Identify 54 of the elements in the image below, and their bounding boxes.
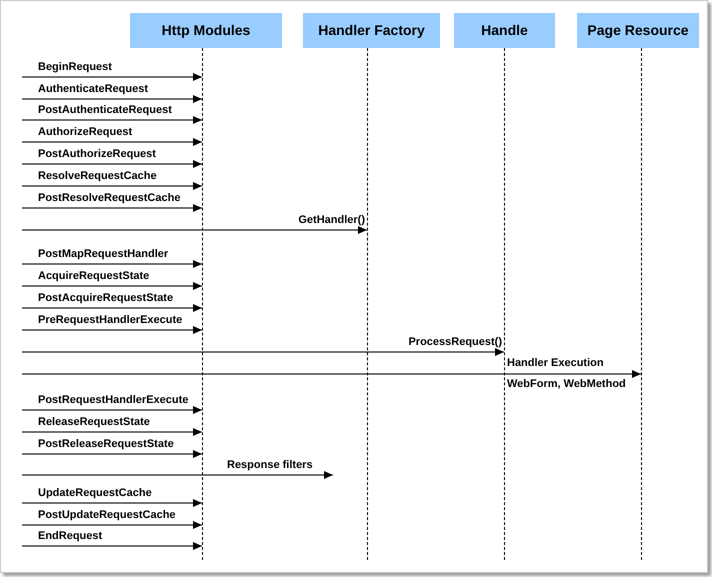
message-arrow xyxy=(22,160,202,168)
message-arrow xyxy=(22,226,368,234)
lifeline-header xyxy=(577,13,699,48)
message-label: ReleaseRequestState xyxy=(38,416,150,429)
message-label: GetHandler() xyxy=(298,214,365,227)
message-label: BeginRequest xyxy=(38,61,112,74)
header-text: Page Resource xyxy=(587,21,689,40)
message-arrow xyxy=(22,428,202,436)
lifeline-header xyxy=(130,13,282,48)
dashed-lifeline xyxy=(367,48,368,560)
message-arrow xyxy=(22,542,202,550)
dashed-lifeline xyxy=(202,48,203,560)
message-arrow xyxy=(22,260,202,268)
message-arrow xyxy=(22,499,202,507)
message-label: ResolveRequestCache xyxy=(38,170,157,183)
message-label: PostResolveRequestCache xyxy=(38,192,180,205)
message-label: AuthenticateRequest xyxy=(38,83,148,96)
message-arrow xyxy=(22,73,202,81)
message-arrow xyxy=(22,406,202,414)
message-label: AcquireRequestState xyxy=(38,270,150,283)
dashed-lifeline xyxy=(641,48,642,560)
lifeline-header xyxy=(454,13,555,48)
message-label: EndRequest xyxy=(38,530,102,543)
header-text: Http Modules xyxy=(162,21,250,40)
message-label: PostReleaseRequestState xyxy=(38,438,174,451)
message-arrow xyxy=(22,116,202,124)
header-text: Handler Factory xyxy=(318,21,425,40)
message-arrow xyxy=(22,282,202,290)
message-arrow xyxy=(22,138,202,146)
message-arrow xyxy=(22,326,202,334)
message-arrow xyxy=(22,204,202,212)
note-text: WebForm, WebMethod xyxy=(507,378,626,391)
message-arrow xyxy=(22,95,202,103)
message-label: PostAuthenticateRequest xyxy=(38,104,172,117)
message-label: PostAcquireRequestState xyxy=(38,292,174,305)
lifeline-header xyxy=(303,13,440,48)
message-label: PostMapRequestHandler xyxy=(38,248,168,261)
message-arrow xyxy=(22,450,202,458)
message-label: AuthorizeRequest xyxy=(38,126,132,139)
message-label: PreRequestHandlerExecute xyxy=(38,314,182,327)
message-arrow xyxy=(22,370,642,378)
dashed-lifeline xyxy=(504,48,505,560)
message-arrow xyxy=(22,182,202,190)
message-arrow xyxy=(22,304,202,312)
message-label: PostRequestHandlerExecute xyxy=(38,394,188,407)
message-label: PostUpdateRequestCache xyxy=(38,509,176,522)
arrow-label: Response filters xyxy=(227,459,313,472)
header-text: Handle xyxy=(481,21,528,40)
message-arrow xyxy=(22,521,202,529)
message-label: Handler Execution xyxy=(507,357,604,370)
message-arrow xyxy=(22,348,504,356)
message-label: PostAuthorizeRequest xyxy=(38,148,156,161)
message-label: ProcessRequest() xyxy=(408,336,502,349)
message-label: UpdateRequestCache xyxy=(38,487,152,500)
